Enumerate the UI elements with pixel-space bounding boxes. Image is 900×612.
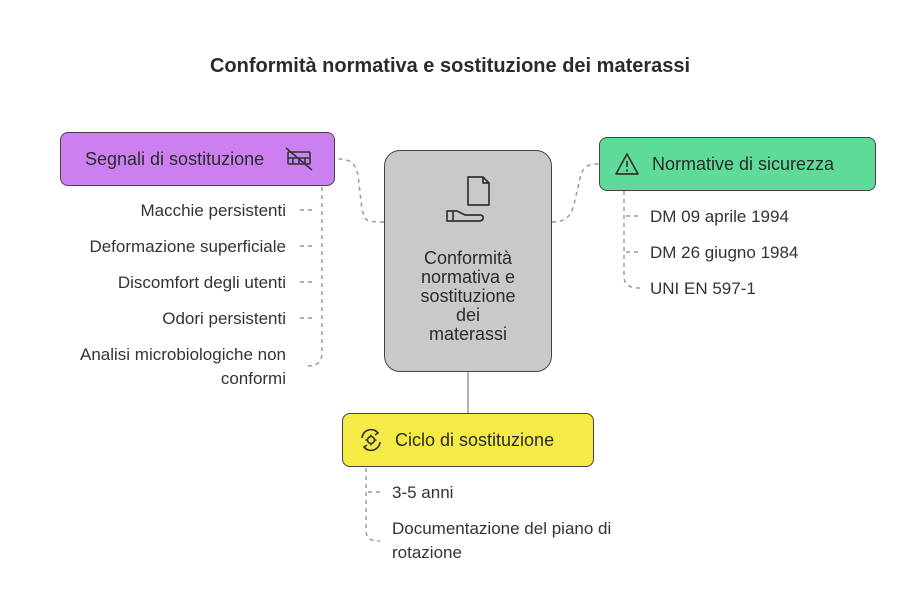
connector-center-signals (335, 158, 385, 223)
central-label-line: sostituzione (420, 286, 516, 306)
central-label: Conformità normativa e sostituzione dei … (393, 249, 543, 344)
safety-label: Normative di sicurezza (652, 153, 835, 174)
signal-item: Discomfort degli utenti (117, 273, 286, 292)
cycle-label: Ciclo di sostituzione (395, 429, 555, 450)
signal-item: Deformazione superficiale (89, 237, 286, 256)
connector-cycle-list (365, 468, 381, 542)
document-hand-icon (443, 175, 493, 227)
cycle-item: Documentazione del piano di (392, 519, 612, 538)
crossed-out-bed-icon (284, 146, 314, 172)
safety-item: UNI EN 597-1 (650, 279, 756, 298)
safety-item: DM 09 aprile 1994 (650, 207, 789, 226)
signal-item: Analisi microbiologiche non (79, 345, 286, 364)
cycle-gear-icon (357, 426, 385, 454)
connector-signals-list (305, 187, 323, 367)
signal-item: Macchie persistenti (140, 201, 286, 220)
signals-label: Segnali di sostituzione (85, 148, 265, 169)
central-label-line: normativa e (420, 267, 516, 287)
central-label-line: dei (455, 305, 481, 325)
central-label-line: materassi (428, 324, 508, 344)
signals-node: Segnali di sostituzione (60, 132, 335, 186)
signal-item: conformi (220, 369, 286, 388)
safety-node: Normative di sicurezza (599, 137, 876, 191)
connector-safety-list (623, 191, 641, 289)
signal-item: Odori persistenti (162, 309, 286, 328)
warning-triangle-icon (614, 152, 640, 176)
central-label-line: Conformità (423, 248, 513, 268)
diagram-title: Conformità normativa e sostituzione dei … (209, 55, 691, 77)
safety-item: DM 26 giugno 1984 (650, 243, 799, 262)
cycle-item: 3-5 anni (392, 483, 454, 502)
central-node: Conformità normativa e sostituzione dei … (384, 150, 552, 372)
cycle-node: Ciclo di sostituzione (342, 413, 594, 467)
cycle-item: rotazione (392, 543, 462, 562)
connector-center-safety (551, 163, 600, 223)
